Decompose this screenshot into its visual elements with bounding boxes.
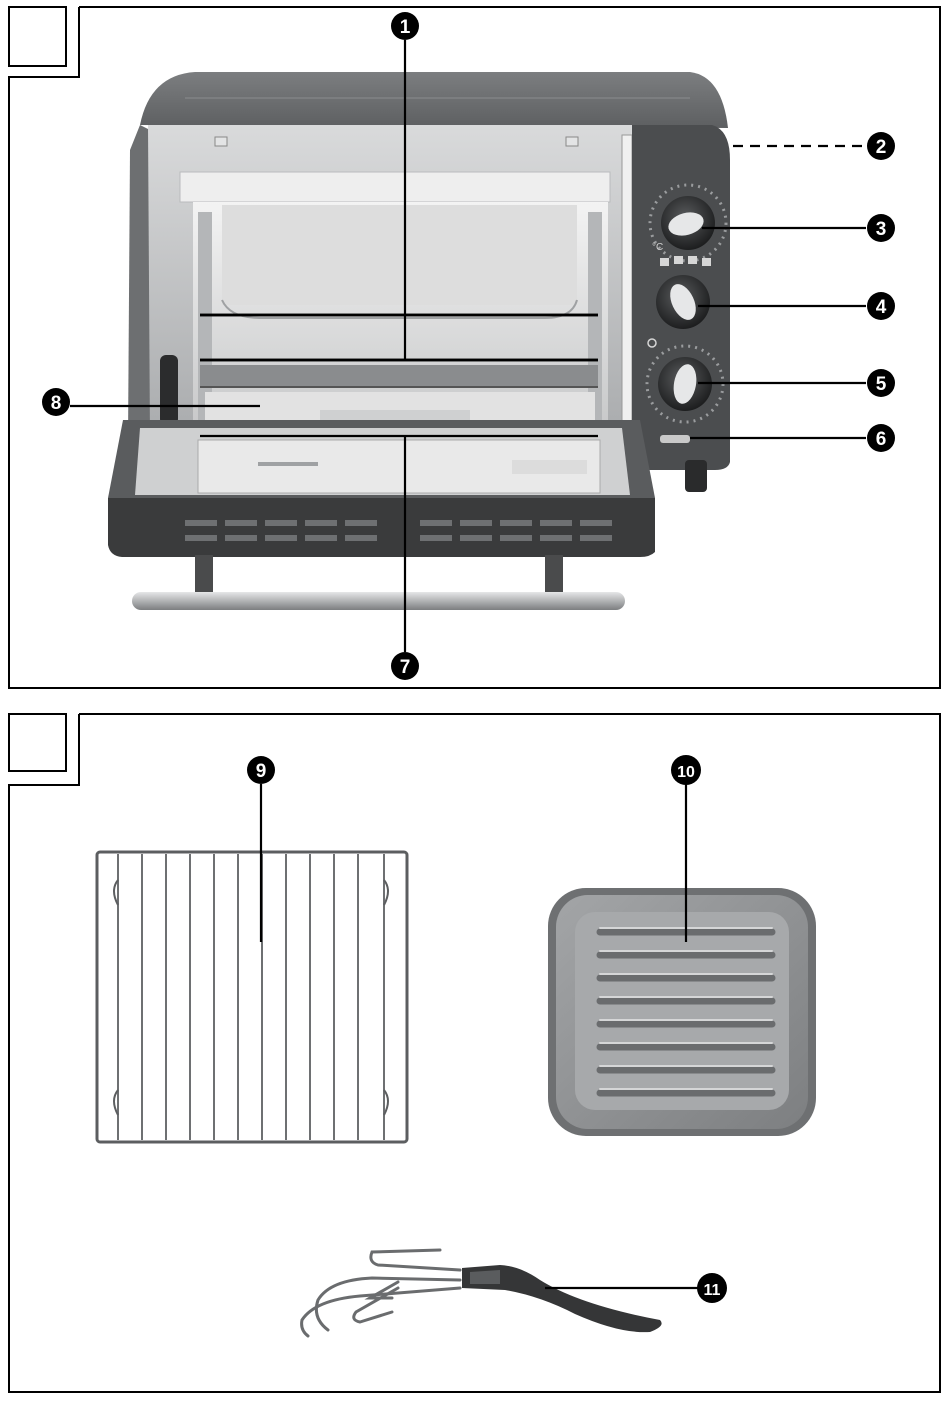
figure-a-label-box xyxy=(9,7,66,66)
callout-6: 6 xyxy=(867,424,895,452)
tray-lifter-illustration xyxy=(302,1250,662,1336)
callout-7: 7 xyxy=(391,652,419,680)
svg-text:3: 3 xyxy=(876,219,887,240)
svg-text:2: 2 xyxy=(876,137,887,158)
callout-5: 5 xyxy=(867,369,895,397)
indicator-light-graphic xyxy=(660,435,690,443)
callout-1: 1 xyxy=(391,12,419,40)
oven-left-side xyxy=(128,125,150,440)
oven-top-panel xyxy=(140,72,728,128)
callout-10: 10 xyxy=(671,755,701,785)
figure-b-label-box xyxy=(9,714,66,771)
svg-text:5: 5 xyxy=(876,374,887,395)
callout-9: 9 xyxy=(247,756,275,784)
oven-illustration: °C xyxy=(108,72,730,610)
svg-text:6: 6 xyxy=(876,429,887,450)
oven-top-heater xyxy=(180,172,610,202)
svg-text:10: 10 xyxy=(677,764,695,781)
svg-text:9: 9 xyxy=(256,761,267,782)
callout-4: 4 xyxy=(867,292,895,320)
svg-text:°C: °C xyxy=(652,242,663,253)
svg-text:7: 7 xyxy=(400,657,411,678)
callout-3: 3 xyxy=(867,214,895,242)
svg-text:4: 4 xyxy=(876,297,887,318)
svg-text:11: 11 xyxy=(704,1282,721,1299)
callout-11: 11 xyxy=(697,1273,727,1303)
svg-text:8: 8 xyxy=(51,393,62,414)
oven-door xyxy=(108,420,655,610)
wire-rack-illustration xyxy=(97,852,407,1142)
callout-8: 8 xyxy=(42,388,70,416)
baking-tray-illustration xyxy=(548,888,816,1136)
callout-2: 2 xyxy=(867,132,895,160)
svg-text:1: 1 xyxy=(400,17,411,38)
